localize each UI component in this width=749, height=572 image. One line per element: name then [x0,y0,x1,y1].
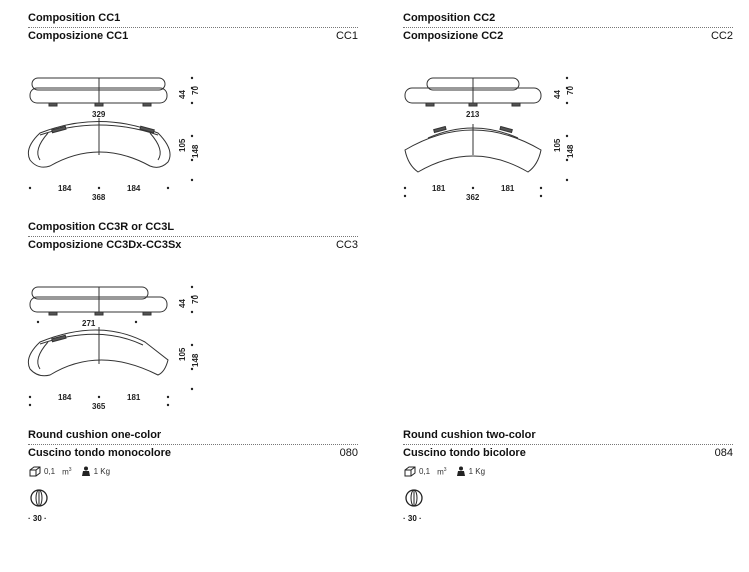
svg-text:365: 365 [92,402,106,411]
divider [403,27,733,28]
cushion2-title-en: Round cushion two-color [403,429,536,441]
cushion1-title-it: Cuscino tondo monocolore [28,447,171,459]
cc3-title-en: Composition CC3R or CC3L [28,221,175,233]
cc3-title-it: Composizione CC3Dx-CC3Sx [28,239,182,251]
svg-text:181: 181 [127,393,141,402]
cushion1-size: · 30 · [28,514,47,523]
svg-text:271: 271 [82,319,96,328]
box-volume-icon [29,466,41,477]
cushion2-code: 084 [714,447,733,459]
cushion2-size: · 30 · [403,514,422,523]
cc1-code: CC1 [335,30,358,42]
svg-text:105: 105 [553,138,562,152]
box-volume-icon [404,466,416,477]
svg-text:44: 44 [178,90,187,99]
svg-text:184: 184 [127,184,141,193]
svg-text:362: 362 [466,193,480,202]
cc1-title-it: Composizione CC1 [28,30,129,42]
cc1-title-en: Composition CC1 [28,12,121,24]
round-cushion-icon [405,489,423,507]
svg-text:70: 70 [191,86,200,95]
svg-text:368: 368 [92,193,106,202]
divider [28,444,358,445]
svg-text:213: 213 [466,110,480,119]
cc2-code: CC2 [710,30,733,42]
cc2-title-it: Composizione CC2 [403,30,504,42]
svg-text:148: 148 [566,144,575,158]
divider [28,236,358,237]
svg-text:148: 148 [191,353,200,367]
svg-text:184: 184 [58,393,72,402]
cushion1-specs: 0,1 m3 1 Kg [29,466,110,477]
svg-text:70: 70 [566,86,575,95]
svg-text:44: 44 [553,90,562,99]
svg-text:148: 148 [191,144,200,158]
svg-text:70: 70 [191,295,200,304]
svg-text:105: 105 [178,347,187,361]
weight-icon [81,466,90,476]
divider [403,444,733,445]
svg-text:105: 105 [178,138,187,152]
cc2-title-en: Composition CC2 [403,12,496,24]
svg-text:44: 44 [178,299,187,308]
cushion1-code: 080 [339,447,358,459]
cc1-width-label: 329 [92,110,106,119]
divider [28,27,358,28]
svg-text:181: 181 [501,184,515,193]
cc3-code: CC3 [335,239,358,251]
cushion2-specs: 0,1 m3 1 Kg [404,466,485,477]
weight-icon [456,466,465,476]
cushion1-title-en: Round cushion one-color [28,429,162,441]
svg-text:184: 184 [58,184,72,193]
round-cushion-icon [30,489,48,507]
cushion2-title-it: Cuscino tondo bicolore [403,447,526,459]
svg-text:181: 181 [432,184,446,193]
